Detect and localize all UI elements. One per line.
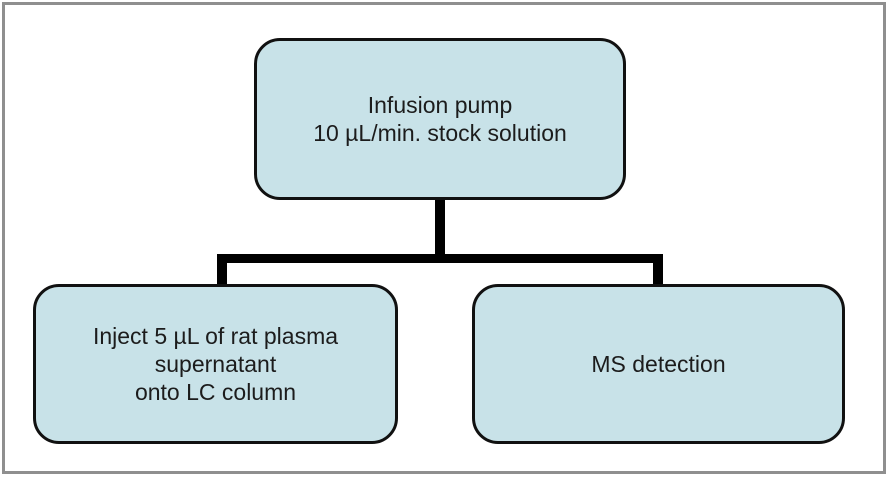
node-inject-lc-column-line-1: Inject 5 µL of rat plasma bbox=[92, 323, 339, 349]
outer-frame bbox=[2, 2, 886, 474]
node-infusion-pump: Infusion pump 10 µL/min. stock solution bbox=[254, 38, 626, 200]
connector-drop-right bbox=[653, 254, 663, 286]
node-infusion-pump-line-2: 10 µL/min. stock solution bbox=[313, 120, 567, 146]
node-infusion-pump-line-1: Infusion pump bbox=[367, 92, 513, 118]
connector-stem bbox=[435, 198, 445, 258]
connector-drop-left bbox=[217, 254, 227, 286]
node-inject-lc-column: Inject 5 µL of rat plasma supernatant on… bbox=[33, 284, 398, 444]
node-inject-lc-column-line-3: onto LC column bbox=[134, 379, 297, 405]
connector-horizontal-bar bbox=[217, 254, 663, 263]
node-ms-detection-line-1: MS detection bbox=[591, 351, 726, 377]
node-inject-lc-column-line-2: supernatant bbox=[154, 351, 277, 377]
node-ms-detection: MS detection bbox=[472, 284, 845, 444]
